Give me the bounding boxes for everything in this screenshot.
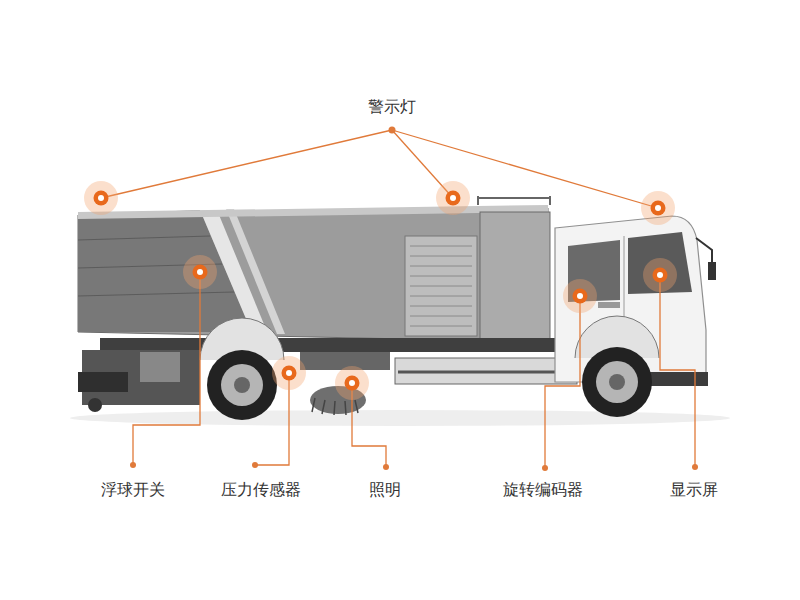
leader-line [133, 272, 200, 464]
brush-bristles [312, 398, 358, 415]
leader-line [392, 130, 658, 208]
part-label: 旋转编码器 [503, 480, 583, 499]
pump-unit [140, 352, 180, 382]
leader-line [545, 296, 580, 467]
leader-ends [130, 127, 698, 472]
mirror [708, 262, 716, 280]
part-label: 警示灯 [368, 97, 416, 116]
suction-nozzle [78, 372, 128, 392]
part-label: 照明 [369, 480, 401, 499]
side-skirt [395, 358, 577, 384]
grille-lines [410, 246, 472, 326]
tank-rim [78, 205, 548, 219]
grille-panel [405, 236, 477, 336]
callout-dots [84, 181, 677, 400]
door-handle [598, 302, 620, 308]
tank-rib [78, 236, 234, 296]
leader-lines [101, 130, 695, 467]
cab-window [628, 232, 692, 294]
nozzle-wheel [88, 398, 102, 412]
leader-line [660, 275, 695, 466]
water-tank [480, 212, 550, 342]
front-wheel [582, 347, 652, 417]
brush-mount [300, 352, 390, 370]
leader-line [101, 130, 392, 198]
tank-stripe [226, 209, 285, 334]
part-label: 压力传感器 [221, 480, 301, 499]
rear-wheel [207, 350, 277, 420]
part-label: 显示屏 [670, 480, 718, 499]
tank-body [78, 208, 548, 342]
chassis-frame [100, 338, 590, 352]
part-label: 浮球开关 [101, 480, 165, 499]
top-rail [478, 196, 550, 205]
skirt-stripe [398, 371, 574, 374]
